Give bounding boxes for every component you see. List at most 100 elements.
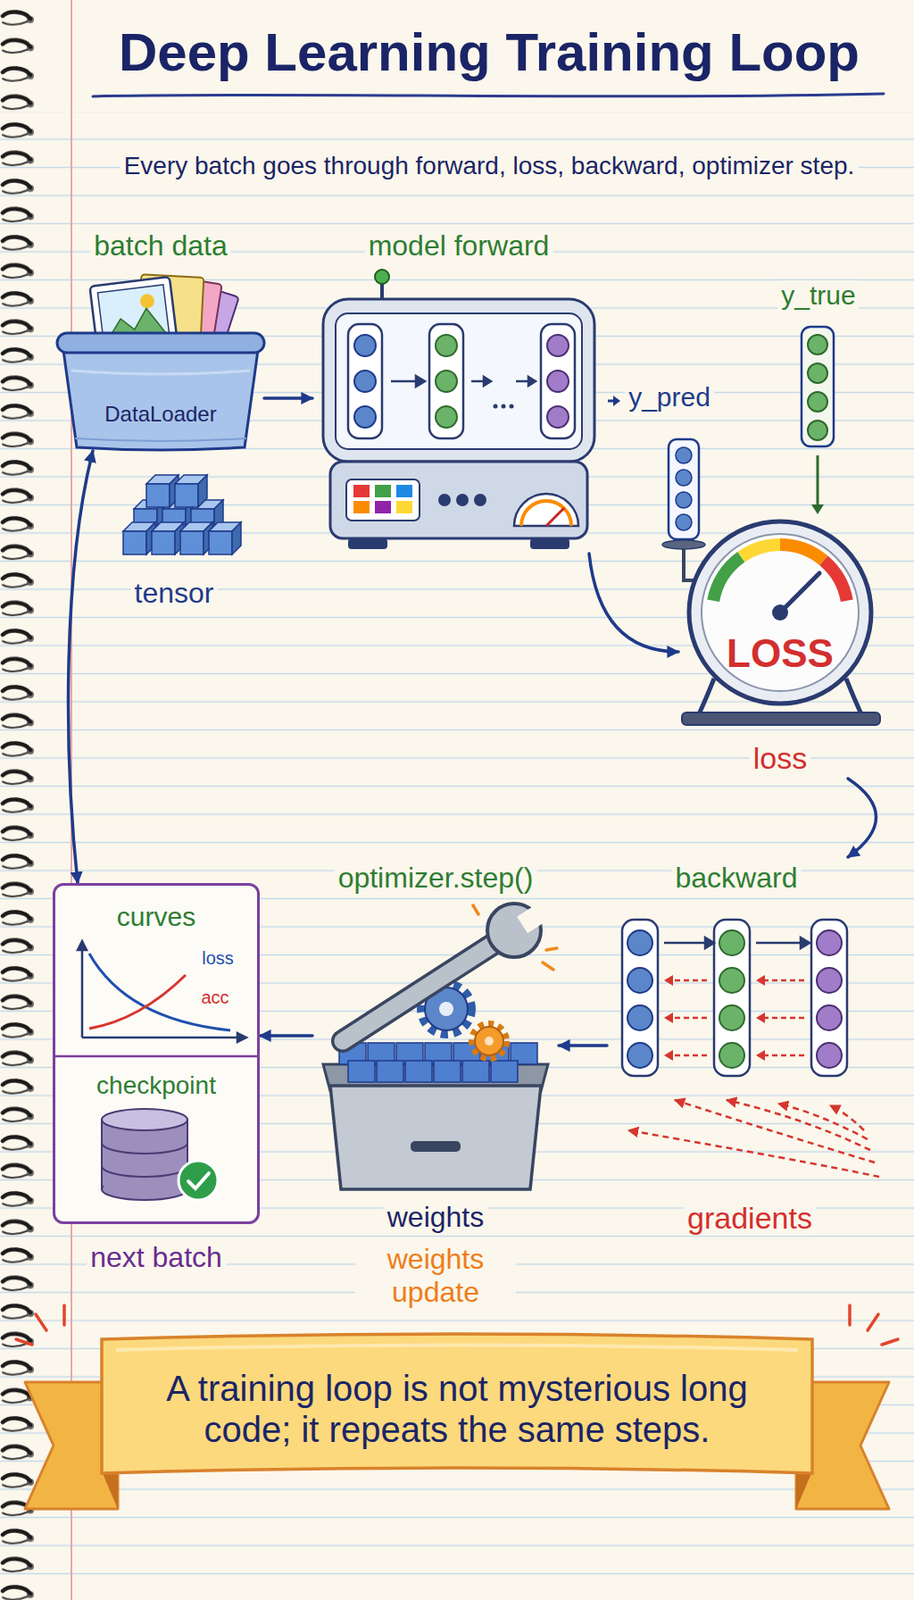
ruled-lines — [0, 111, 914, 1600]
curve-label: acc — [200, 987, 229, 1008]
subtitle: Every batch goes through forward, loss, … — [120, 151, 859, 181]
tensor-icon — [208, 522, 241, 555]
monitor-panel-node: curvescheckpointnext batch — [52, 882, 260, 1224]
forward-machine — [353, 484, 370, 498]
output-label: y_pred — [624, 382, 715, 414]
next-step-label: next batch — [86, 1240, 226, 1274]
backward-network — [764, 979, 805, 982]
backward-network — [664, 974, 674, 986]
optimizer-toolbox — [474, 1026, 504, 1056]
forward-machine — [323, 299, 595, 462]
prediction-vector — [675, 469, 692, 486]
monitor-panel — [188, 1172, 209, 1189]
monitor-panel — [101, 1165, 188, 1177]
forward-machine — [471, 380, 484, 383]
forward-machine — [547, 406, 569, 428]
monitor-panel — [101, 1108, 188, 1131]
backward-network — [719, 930, 745, 956]
loss-gauge — [701, 533, 859, 691]
optimizer-toolbox — [473, 905, 479, 914]
prediction-vector — [613, 395, 621, 407]
weights-label: weights — [383, 1200, 489, 1234]
backward-network — [664, 941, 706, 945]
gradient-arrows — [726, 1099, 871, 1150]
forward-machine — [354, 370, 376, 392]
backward-network — [664, 937, 810, 948]
banner — [796, 1470, 813, 1509]
optimizer-toolbox — [348, 1060, 375, 1082]
prediction-vector — [607, 399, 615, 403]
loss-gauge — [681, 712, 881, 725]
banner — [35, 1313, 47, 1330]
gradient-arrows — [778, 1103, 868, 1139]
banner — [16, 1304, 898, 1509]
data-basket — [74, 438, 247, 441]
optimizer-toolbox — [462, 1060, 490, 1082]
forward-machine — [540, 324, 575, 439]
backward-network — [622, 919, 658, 1076]
banner — [881, 1338, 898, 1345]
banner — [867, 1313, 879, 1330]
banner-caption: A training loop is not mysterious long c… — [119, 1346, 795, 1471]
optimizer-toolbox — [342, 937, 504, 1041]
banner — [101, 1333, 813, 1473]
backward-network — [664, 974, 765, 1061]
loss-gauge — [780, 573, 820, 613]
forward-machine — [429, 324, 464, 439]
backward-network — [719, 967, 745, 993]
basket-label: DataLoader — [104, 401, 217, 427]
flow-arrow — [558, 1043, 607, 1047]
backward-network — [705, 937, 715, 948]
backward-network — [764, 1016, 805, 1020]
banner — [16, 1338, 33, 1345]
model-machine-node: model forward — [312, 227, 606, 554]
tensor-icon — [123, 522, 156, 555]
panel-heading: curves — [116, 901, 196, 933]
forward-machine — [435, 406, 457, 428]
forward-machine — [312, 227, 606, 554]
prediction-vector — [675, 491, 692, 508]
tensor-icon — [174, 474, 208, 507]
monitor-panel — [178, 1160, 218, 1200]
stage-heading: optimizer.step() — [334, 861, 538, 895]
forward-machine — [473, 493, 487, 507]
optimizer-toolbox — [473, 905, 557, 970]
loss-gauge — [846, 678, 863, 716]
title: Deep Learning Training Loop — [115, 21, 864, 84]
monitor-panel — [82, 1036, 240, 1039]
target-vector — [807, 391, 828, 412]
backward-network — [714, 919, 750, 1076]
backward-network — [673, 1054, 707, 1057]
monitor-panel — [77, 940, 87, 950]
forward-machine — [374, 484, 391, 498]
backward-network — [816, 930, 842, 1068]
tensor-icon — [146, 474, 179, 507]
backward-network — [627, 930, 653, 956]
backward-network — [673, 980, 805, 1056]
optimizer-toolbox — [516, 902, 550, 934]
gauge-label: LOSS — [726, 631, 834, 677]
gradient-arrows — [674, 1099, 875, 1163]
flow-arrow — [259, 1033, 313, 1038]
forward-machine — [546, 507, 565, 526]
loss-gauge — [823, 560, 848, 601]
backward-network — [756, 974, 765, 986]
forward-machine — [509, 404, 515, 409]
forward-machine — [390, 380, 416, 383]
forward-machine — [415, 375, 425, 387]
backward-network-node: backward — [606, 856, 866, 1085]
monitor-panel — [237, 1032, 247, 1042]
forward-machine — [501, 404, 507, 409]
flow-arrow — [847, 778, 877, 857]
backward-network — [816, 1005, 842, 1031]
banner — [101, 1470, 118, 1509]
optimizer-toolbox — [546, 947, 557, 950]
target-label: y_true — [777, 280, 859, 312]
forward-machine — [374, 269, 390, 284]
backward-network — [627, 1005, 653, 1031]
optimizer-toolbox — [339, 1042, 538, 1082]
backward-network — [800, 937, 810, 948]
forward-machine — [346, 479, 420, 521]
tensor-icon — [123, 474, 241, 555]
target-vector — [811, 504, 824, 515]
